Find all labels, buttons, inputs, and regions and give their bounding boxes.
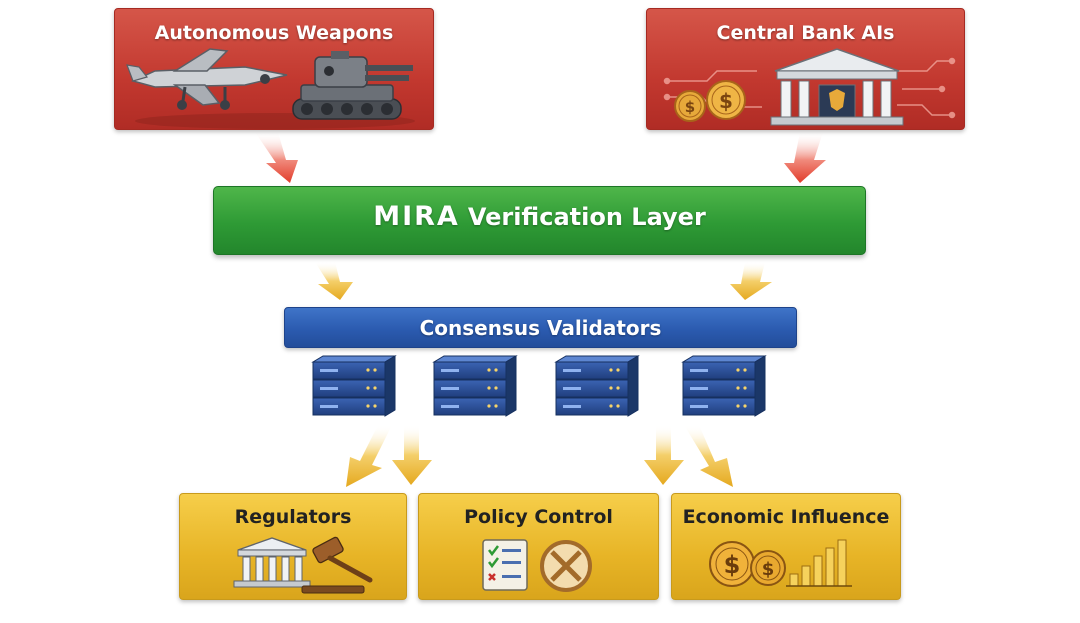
verification-layer-title: Verification Layer [467,203,706,231]
central-bank-ais-title: Central Bank AIs [716,22,895,44]
autonomous-weapons-title: Autonomous Weapons [154,22,394,44]
prohibited-icon [540,540,592,592]
drone-icon [126,48,288,110]
arrow-mira-to-validators-right [730,262,772,300]
policy-control-illustration [482,539,592,592]
checklist-icon [482,539,528,591]
autonomous-weapons-box: Autonomous Weapons [114,8,434,130]
tank-icon [292,51,413,120]
bar-chart-icon [786,539,852,587]
server-icon [311,355,397,417]
courthouse-icon [233,537,311,588]
regulators-illustration [233,536,373,594]
arrow-mira-to-validators-left [315,262,353,300]
regulators-box: Regulators [179,493,407,600]
arrow-validators-to-regulators-a [346,425,392,487]
gavel-icon [301,536,373,594]
arrow-validators-to-economic-a [644,425,684,485]
regulators-title: Regulators [234,506,352,528]
economic-influence-illustration: $ $ [709,539,852,587]
central-bank-illustration: $ $ [663,48,956,126]
coin-symbol: $ [719,89,733,113]
server-icon [433,355,517,417]
economic-influence-box: Economic Influence $ $ [671,493,901,600]
policy-control-box: Policy Control [418,493,659,600]
mira-logo: MIRA [373,201,460,232]
economic-influence-title: Economic Influence [682,506,890,528]
consensus-validators-bar: Consensus Validators [284,307,797,348]
policy-control-title: Policy Control [464,506,613,528]
server-icon [682,355,766,417]
coin-icon: $ [709,541,755,587]
central-bank-ais-box: Central Bank AIs $ $ [646,8,965,130]
coin-icon: $ [750,550,786,586]
arrow-validators-to-economic-b [684,425,733,487]
coin-symbol: $ [724,551,741,579]
coin-symbol: $ [685,98,695,116]
arrow-validators-to-regulators-b [392,425,432,485]
bank-building-icon [770,48,904,126]
weapons-illustration [126,48,415,129]
consensus-validators-title: Consensus Validators [419,316,662,340]
arrow-bank-to-mira [784,132,826,183]
coin-symbol: $ [762,559,775,580]
server-icon [555,355,639,417]
arrow-weapons-to-mira [255,132,298,183]
coin-icon: $ [674,90,706,122]
coin-icon: $ [706,80,746,120]
